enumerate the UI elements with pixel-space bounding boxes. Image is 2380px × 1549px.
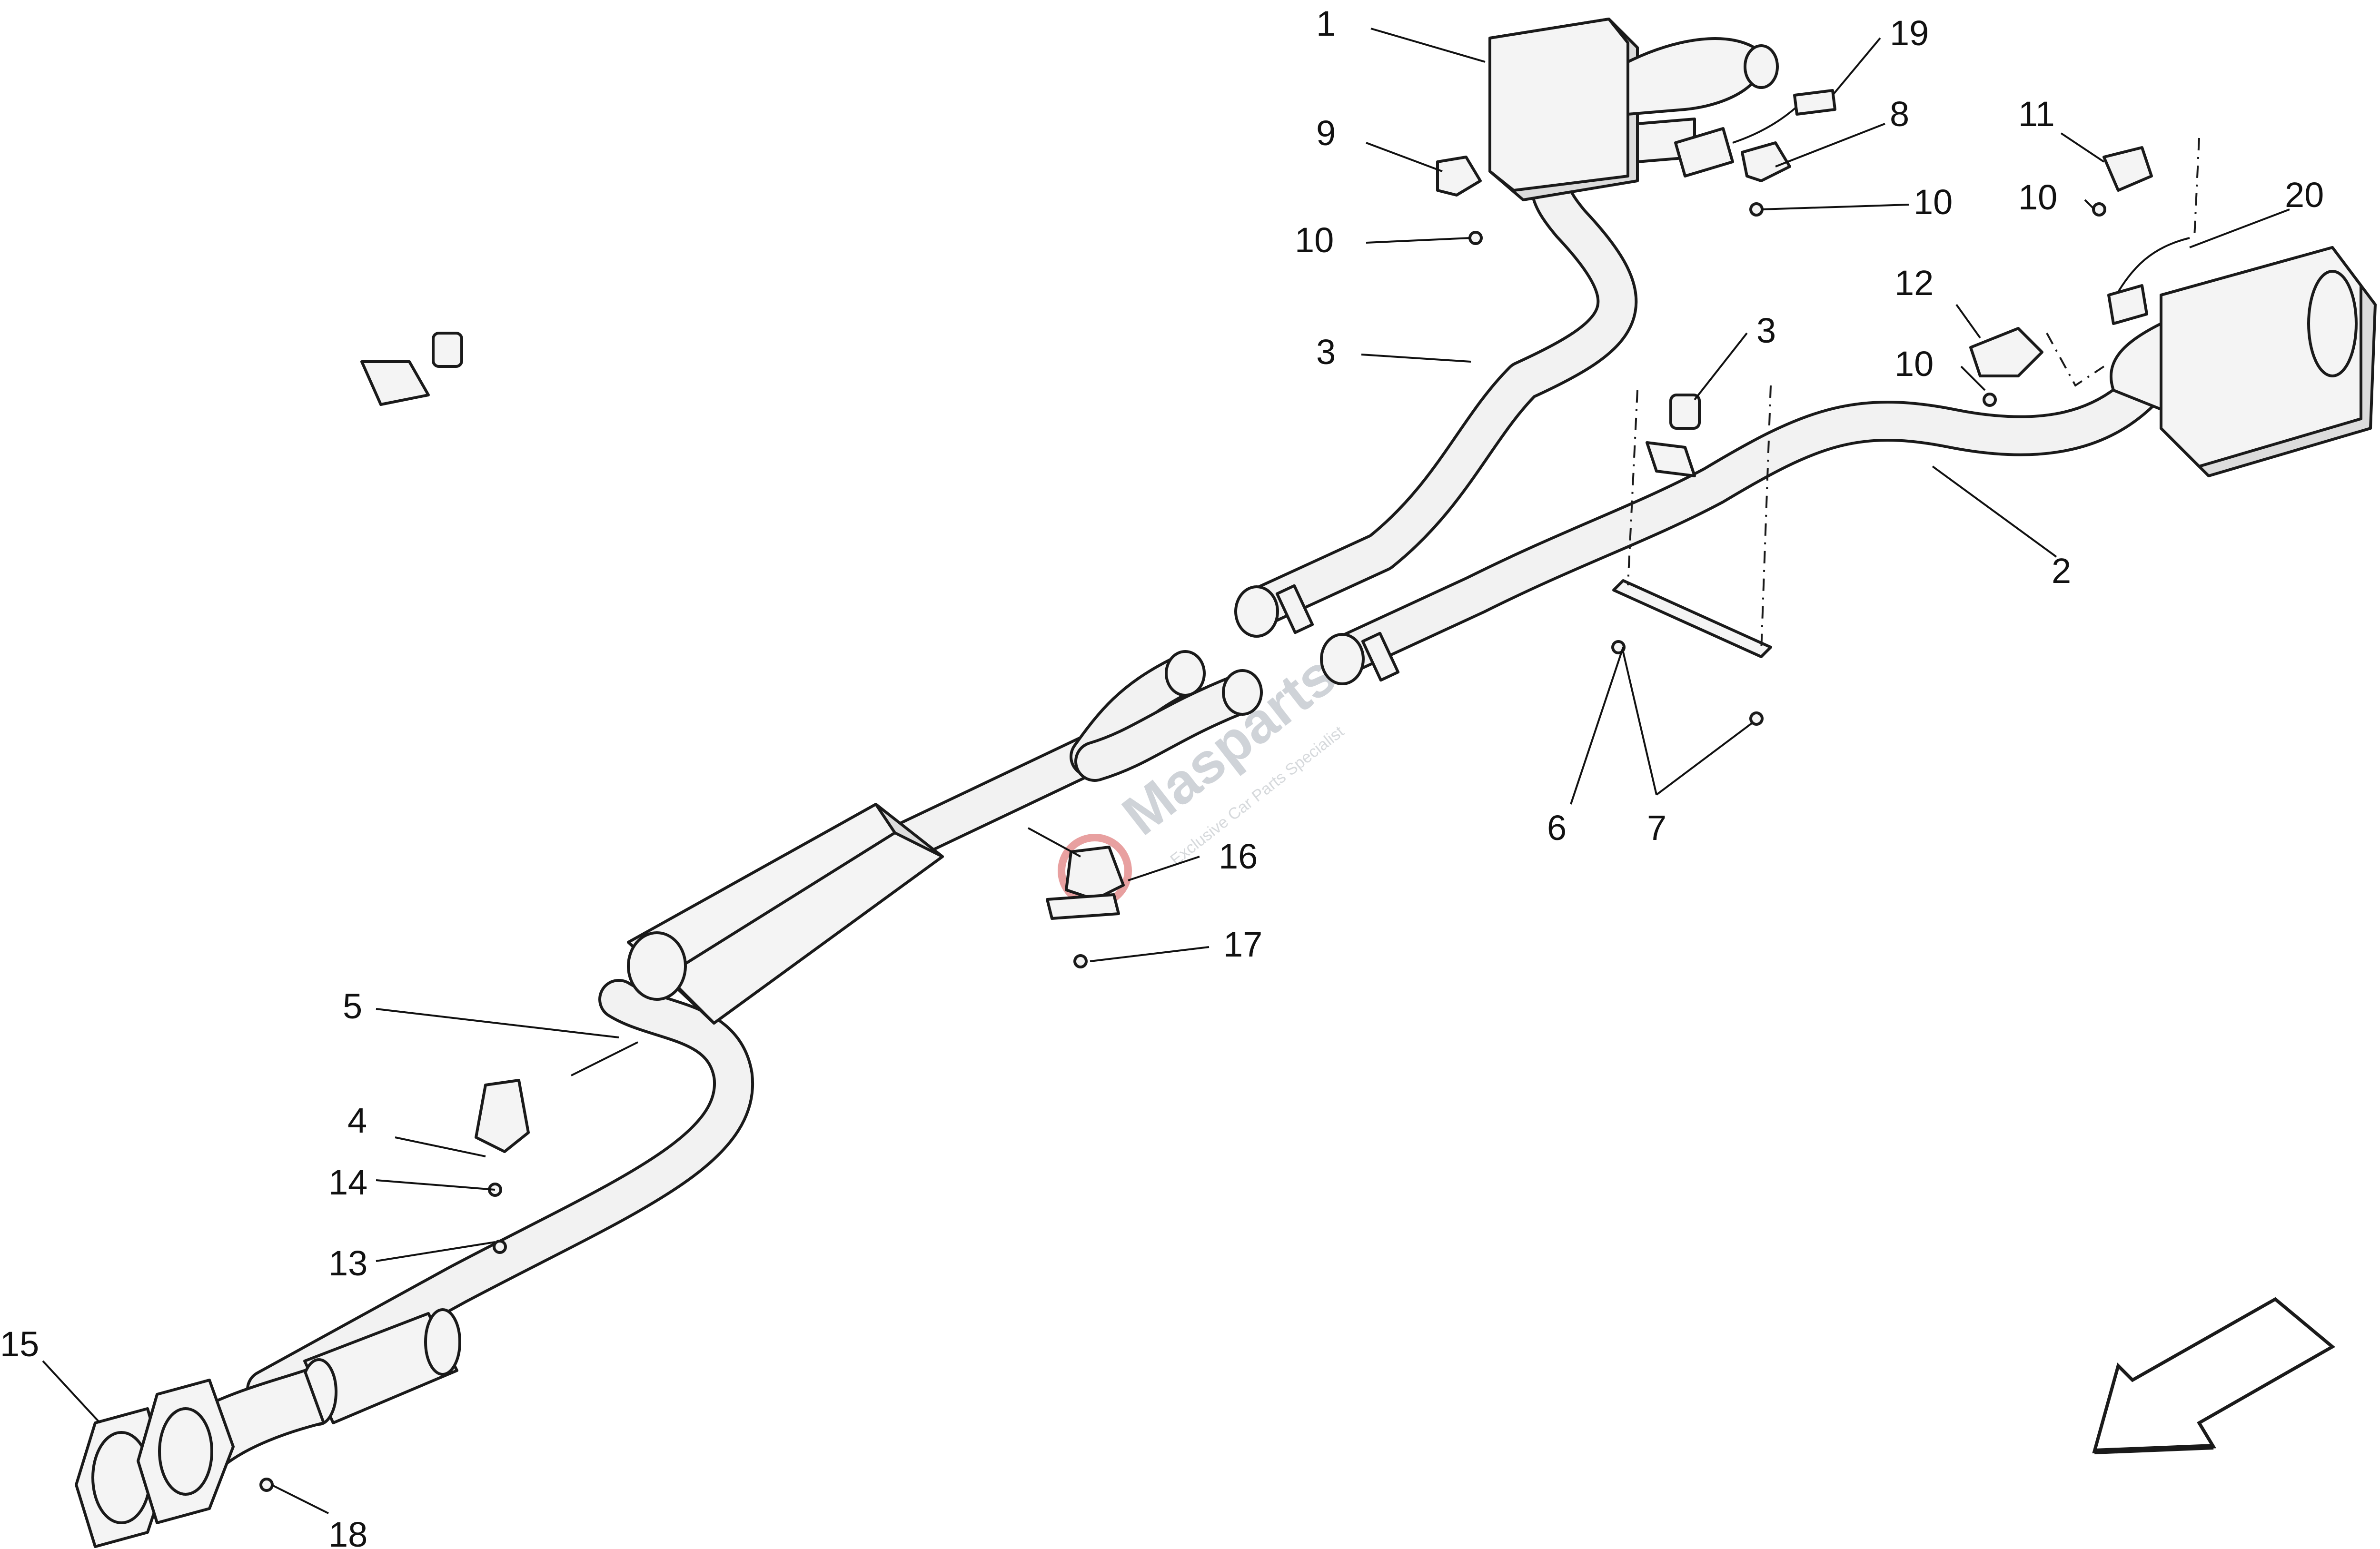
callout-10-b: 10 <box>1914 182 1953 222</box>
callout-4: 4 <box>347 1101 367 1140</box>
callout-12: 12 <box>1894 263 1934 303</box>
callout-13: 13 <box>328 1243 367 1283</box>
front-rubber-mount <box>475 1079 530 1153</box>
rear-exhaust-section <box>1234 18 2377 685</box>
callout-1: 1 <box>1316 4 1336 43</box>
muffler-bracket <box>1436 156 1482 197</box>
front-exhaust-section <box>198 650 1263 1467</box>
small-parts <box>75 141 2153 1548</box>
callout-14: 14 <box>328 1163 367 1202</box>
callout-19: 19 <box>1890 13 1929 53</box>
callout-9: 9 <box>1316 113 1336 153</box>
callout-8: 8 <box>1890 94 1909 134</box>
callout-2: 2 <box>2052 551 2071 591</box>
right-rear-muffler <box>2110 246 2377 477</box>
callout-15: 15 <box>0 1324 39 1364</box>
callout-6: 6 <box>1547 808 1567 848</box>
center-rubber-mount <box>1065 846 1125 901</box>
callout-3-left: 3 <box>1316 332 1336 372</box>
muffler-bracket <box>1741 141 1791 182</box>
callout-10-c: 10 <box>2018 178 2057 217</box>
muffler-bracket <box>2102 146 2153 192</box>
callout-labels: 1 2 3 3 4 5 6 7 8 9 10 10 10 10 11 12 13… <box>0 4 2324 1549</box>
callout-18: 18 <box>328 1515 367 1549</box>
callout-16: 16 <box>1219 837 1258 876</box>
callout-leaders <box>42 28 2290 1514</box>
callout-11: 11 <box>2018 94 2055 134</box>
callout-5: 5 <box>343 987 362 1026</box>
callout-10-a: 10 <box>1295 220 1334 260</box>
callout-17: 17 <box>1223 925 1262 964</box>
callout-7: 7 <box>1647 808 1666 848</box>
left-rear-muffler <box>1488 18 1779 201</box>
rubber-mount <box>432 332 463 368</box>
callout-10-d: 10 <box>1894 344 1934 384</box>
center-silencer <box>627 803 944 1025</box>
callout-20: 20 <box>2285 175 2324 215</box>
callout-3-right: 3 <box>1756 311 1776 350</box>
direction-arrow-icon <box>2092 1297 2336 1453</box>
muffler-bracket <box>1969 327 2043 377</box>
rubber-mount <box>1669 394 1701 430</box>
